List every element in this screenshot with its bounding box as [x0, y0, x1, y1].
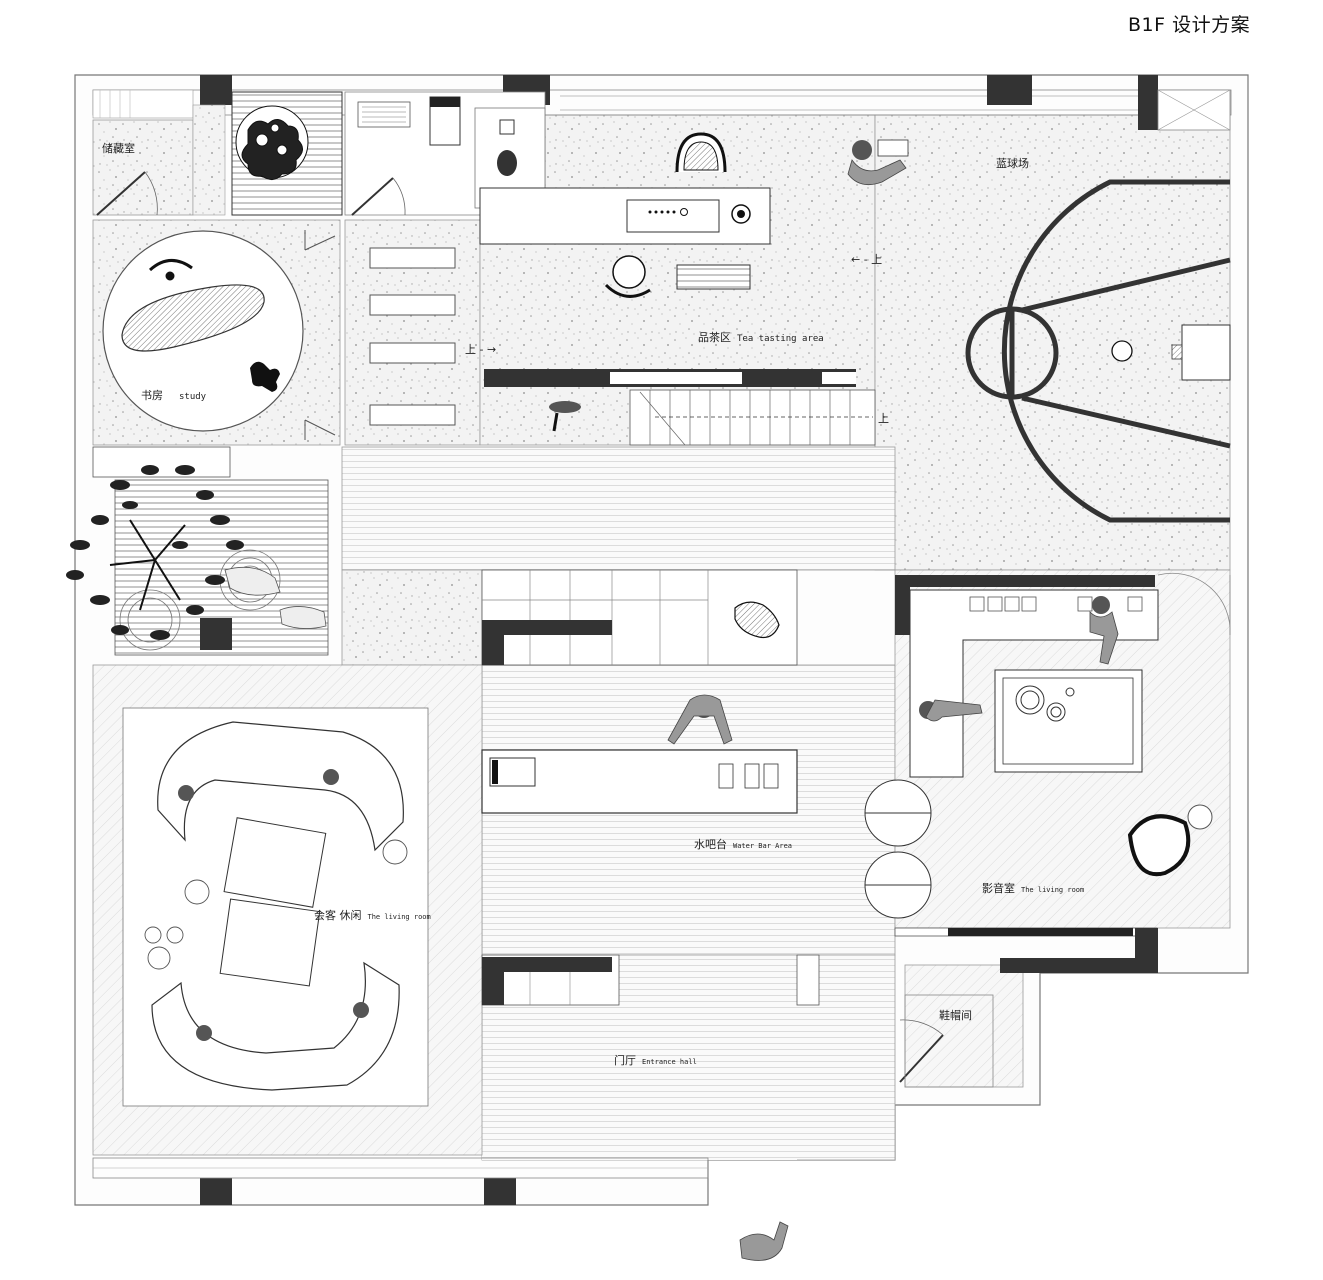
- sofa-top: [157, 721, 404, 852]
- stair-arrow-up-right: 上 - →: [465, 343, 497, 356]
- person-bar: [667, 694, 733, 745]
- court-lines: [965, 179, 1231, 523]
- stair-arrow-up-left: ← - 上: [851, 253, 883, 266]
- side-tables: [144, 839, 408, 970]
- tree-leaves: [66, 465, 244, 640]
- theater-ottomans: [864, 779, 932, 919]
- reclining-figures: [224, 566, 327, 629]
- entrance-floor-lower: [482, 1085, 797, 1160]
- screen: [948, 928, 1133, 936]
- hall-floor-top: [341, 446, 896, 571]
- coffee-tables: [219, 817, 327, 987]
- hoop-board: [1181, 324, 1231, 381]
- stair-arrow-up: 上: [878, 412, 889, 425]
- theater-chair: [1127, 804, 1213, 877]
- label-basketball: 蓝球场: [996, 157, 1029, 170]
- label-storage: 储藏室: [102, 142, 135, 155]
- person-theater-2: [919, 699, 983, 722]
- person-court: [847, 139, 909, 186]
- label-shoe: 鞋帽间: [939, 1009, 972, 1022]
- study-table: [121, 284, 265, 352]
- sofa-bottom: [151, 961, 400, 1091]
- theater-table: [994, 669, 1143, 773]
- plan-title: B1F 设计方案: [1128, 14, 1251, 36]
- seated-people: [178, 769, 369, 1041]
- tree: [109, 519, 186, 611]
- tea-counter: [479, 187, 771, 245]
- storage-floor: [92, 119, 194, 216]
- person-theater-1: [1089, 596, 1119, 665]
- plant-top: [235, 105, 309, 180]
- study-chair: [148, 259, 193, 281]
- person-outside: [739, 1221, 789, 1261]
- hall-floor-left: [341, 569, 483, 666]
- dog-figure: [250, 361, 280, 392]
- shoe-floor: [904, 964, 1024, 1088]
- stair: [629, 389, 876, 446]
- tea-armchair: [675, 132, 727, 173]
